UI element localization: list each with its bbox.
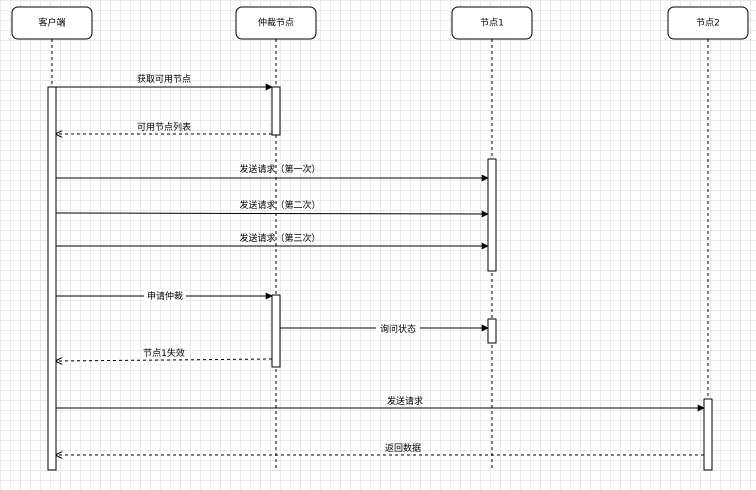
message-label: 发送请求（第一次）	[239, 163, 320, 175]
message-label: 可用节点列表	[137, 121, 191, 133]
message-label: 获取可用节点	[137, 74, 191, 85]
message-get-available-nodes[interactable]: 获取可用节点	[56, 74, 273, 91]
participant-arbiter[interactable]: 仲裁节点	[235, 6, 317, 40]
message-send-request-3[interactable]: 发送请求（第三次）	[56, 232, 489, 250]
message-send-request-1[interactable]: 发送请求（第一次）	[56, 163, 489, 182]
participant-client[interactable]: 客户端	[11, 6, 93, 40]
message-send-request-node2[interactable]: 发送请求	[56, 395, 705, 412]
message-query-status[interactable]: 询问状态	[280, 322, 489, 335]
message-return-data[interactable]: 返回数据	[56, 442, 704, 455]
message-label: 询问状态	[380, 323, 416, 335]
participant-node2[interactable]: 节点2	[667, 6, 749, 40]
message-label: 返回数据	[385, 442, 421, 454]
message-send-request-2[interactable]: 发送请求（第二次）	[55, 199, 489, 218]
message-label: 节点1失效	[143, 347, 185, 359]
activation-node1-1[interactable]	[487, 158, 497, 272]
message-request-arbitration[interactable]: 申请仲裁	[56, 289, 273, 302]
activation-arbiter-2[interactable]	[271, 294, 281, 368]
participant-node1-label: 节点1	[480, 18, 504, 29]
activation-node2[interactable]	[703, 398, 713, 471]
participant-arbiter-label: 仲裁节点	[258, 17, 294, 29]
participant-node2-label: 节点2	[696, 18, 720, 29]
message-label: 发送请求（第三次）	[239, 232, 320, 244]
activation-arbiter-1[interactable]	[271, 86, 281, 136]
message-label: 申请仲裁	[147, 290, 183, 302]
message-label: 发送请求	[387, 395, 423, 407]
activation-client[interactable]	[47, 86, 57, 471]
participant-node1[interactable]: 节点1	[451, 6, 533, 40]
activation-node1-2[interactable]	[487, 318, 497, 344]
message-label: 发送请求（第二次）	[239, 199, 320, 211]
message-available-node-list[interactable]: 可用节点列表	[56, 121, 272, 134]
participant-client-label: 客户端	[38, 17, 65, 29]
message-node1-failed[interactable]: 节点1失效	[56, 347, 273, 361]
